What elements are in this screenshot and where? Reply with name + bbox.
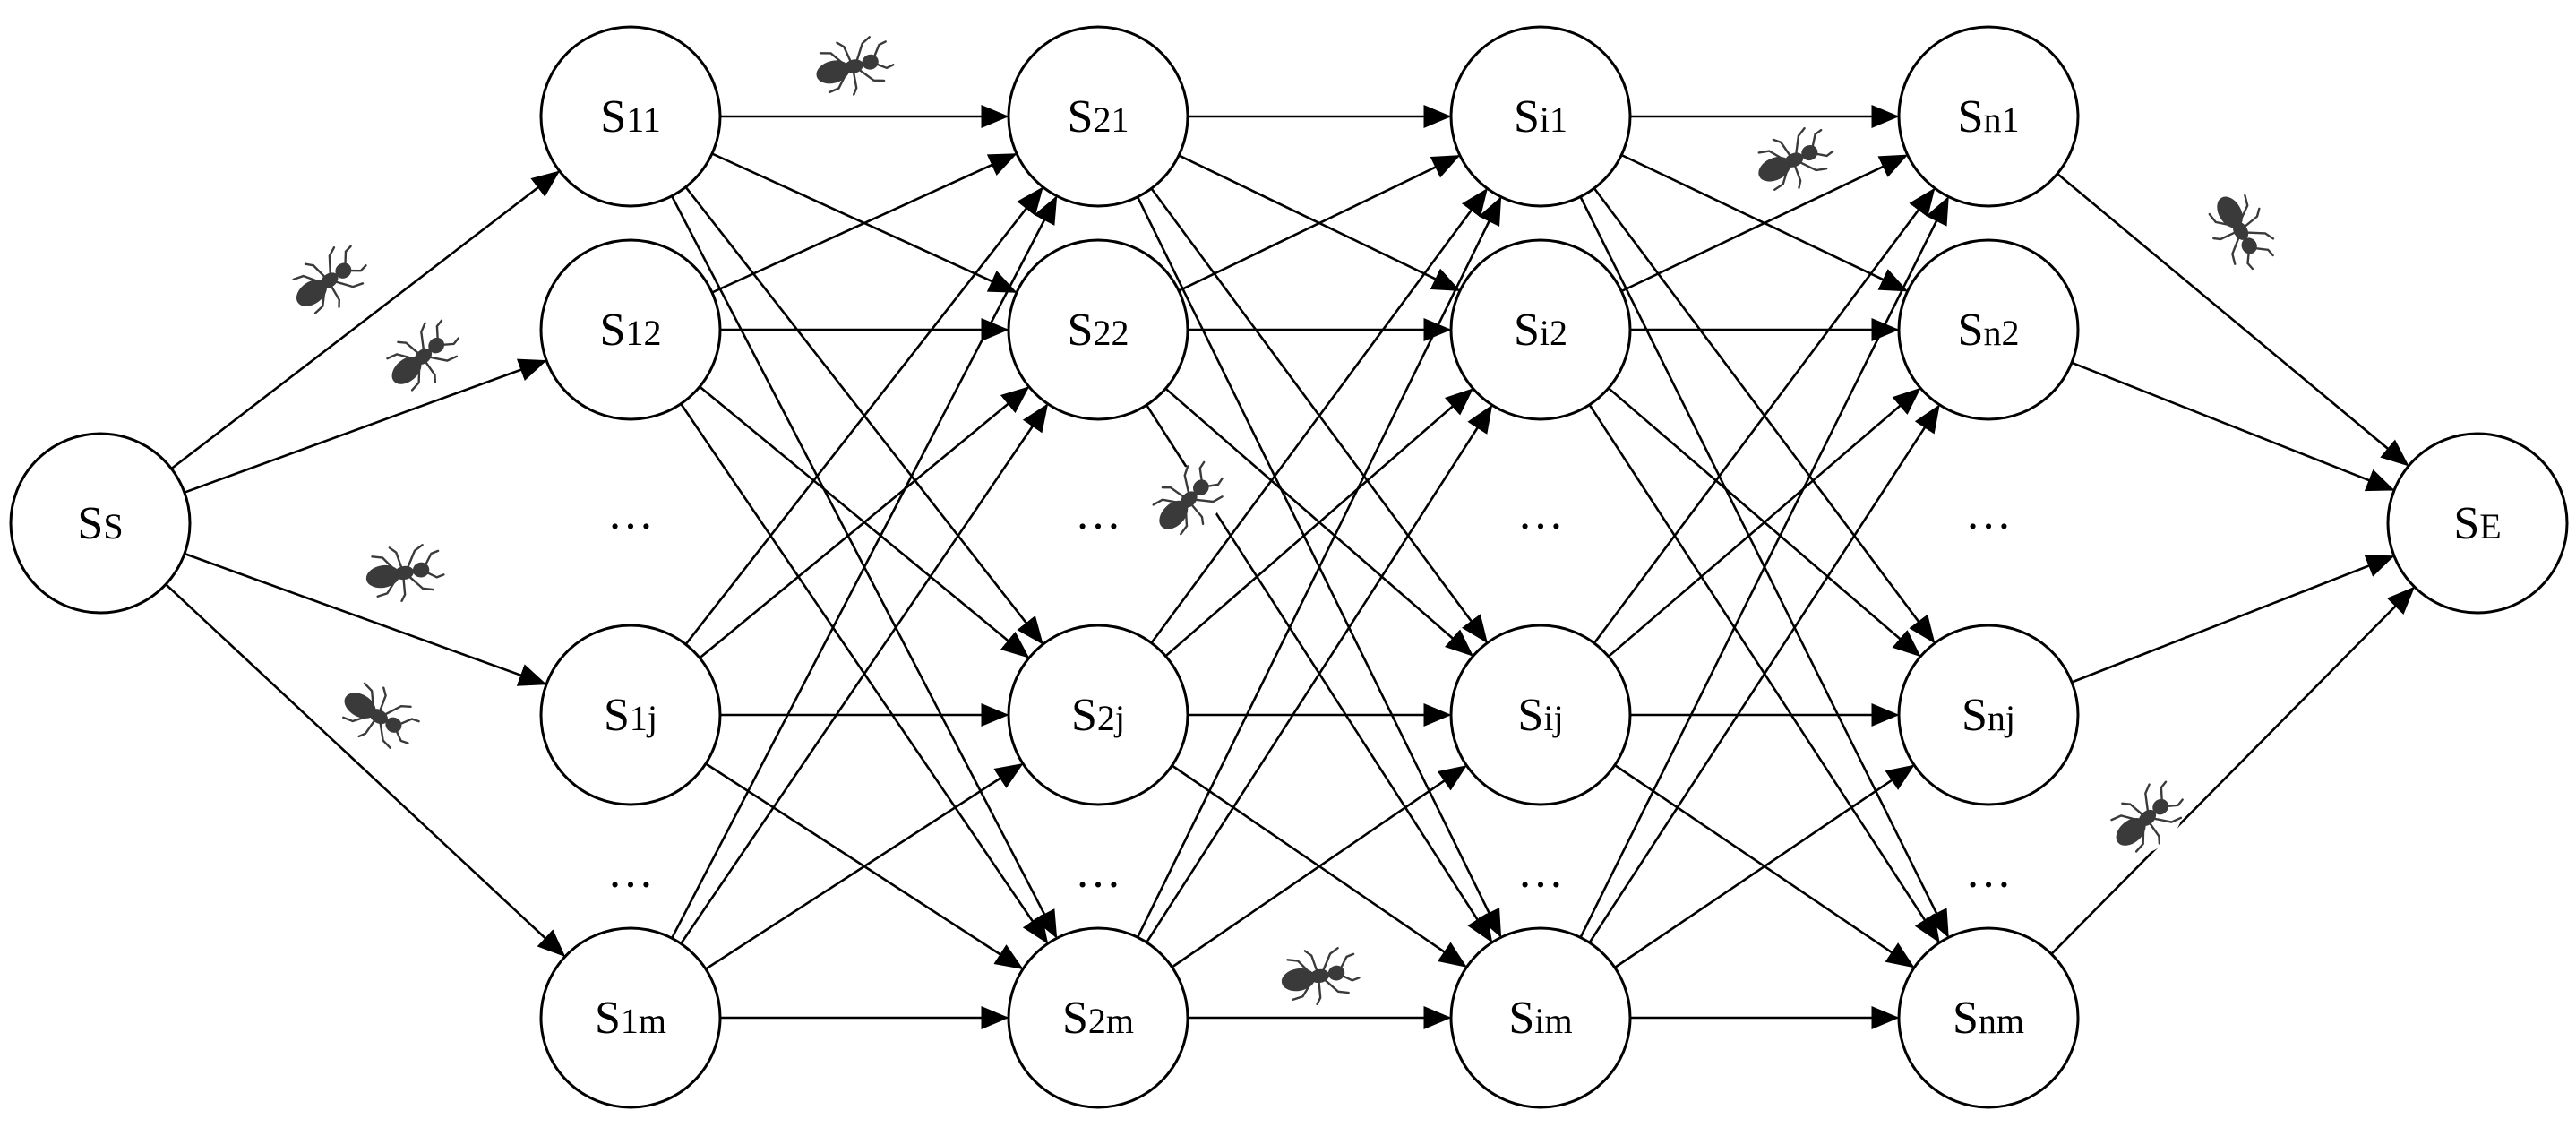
- ant-icon: [808, 29, 899, 104]
- node-label-sn1: Sn1: [1958, 91, 2020, 142]
- ellipsis-col4-lower: …: [1965, 847, 2012, 898]
- node-circle-s2j: [1007, 624, 1189, 806]
- ant-icon: [281, 235, 378, 326]
- node-label-s-start: SS: [77, 498, 123, 549]
- edge-sn1-to-s_end: [2057, 172, 2409, 467]
- node-circle-s21: [1007, 25, 1189, 208]
- node-label-s12: S12: [600, 305, 662, 356]
- node-circle-s-start: [9, 432, 192, 615]
- edge-sim-to-sn2: [1588, 404, 1940, 943]
- ant-icon: [358, 538, 449, 607]
- ant-layer: [281, 29, 2285, 1011]
- edge-snj-to-s_end: [2071, 555, 2395, 684]
- node-label-s22: S22: [1068, 305, 1129, 356]
- node-label-si2: Si2: [1514, 305, 1567, 356]
- edge-sim-to-sn1: [1579, 195, 1949, 939]
- node-circle-sn1: [1897, 25, 2080, 208]
- edge-snm-to-s_end: [2050, 586, 2416, 955]
- node-circle-s22: [1007, 238, 1189, 421]
- ant-icon: [1274, 941, 1364, 1011]
- node-label-snj: Snj: [1962, 690, 2015, 741]
- edge-si2-to-sn1: [1620, 154, 1909, 293]
- ellipsis-col1-upper: …: [607, 488, 654, 539]
- ant-icon: [331, 673, 427, 761]
- edge-sn2-to-s_end: [2071, 361, 2395, 492]
- edge-layer: [165, 105, 2416, 1029]
- node-circle-s1m: [539, 926, 722, 1109]
- edge-s2m-to-si2: [1146, 404, 1493, 943]
- node-circle-si1: [1449, 25, 1632, 208]
- node-label-sim: Sim: [1508, 993, 1572, 1044]
- node-label-s-end: SE: [2453, 498, 2501, 549]
- node-label-s21: S21: [1068, 91, 1129, 142]
- edge-s_start-to-s1m: [165, 583, 566, 958]
- node-label-sij: Sij: [1517, 690, 1563, 741]
- node-circle-s12: [539, 238, 722, 421]
- edge-s1j-to-s22: [699, 386, 1030, 659]
- node-circle-s1j: [539, 624, 722, 806]
- edge-s1m-to-s2j: [705, 762, 1024, 970]
- node-circle-snj: [1897, 624, 2080, 806]
- node-circle-sn2: [1897, 238, 2080, 421]
- ellipsis-col1-lower: …: [607, 847, 654, 898]
- node-label-s2m: S2m: [1062, 993, 1134, 1044]
- node-label-snm: Snm: [1953, 993, 2024, 1044]
- edge-s2j-to-si2: [1164, 388, 1474, 658]
- edge-sij-to-sn1: [1593, 187, 1936, 644]
- edge-s1m-to-s21: [670, 195, 1058, 939]
- ant-icon: [2099, 770, 2196, 865]
- edge-s1j-to-s21: [684, 186, 1043, 646]
- ellipsis-col3-upper: …: [1517, 488, 1564, 539]
- node-circle-sij: [1449, 624, 1632, 806]
- node-circle-s-end: [2386, 432, 2569, 615]
- edge-s_start-to-s11: [170, 170, 561, 470]
- node-circle-s11: [539, 25, 722, 208]
- node-circle-sim: [1449, 926, 1632, 1109]
- ellipsis-col4-upper: …: [1965, 488, 2012, 539]
- edge-s_start-to-s1j: [184, 552, 547, 686]
- ant-icon: [1142, 452, 1237, 546]
- edge-sij-to-sn2: [1607, 387, 1921, 658]
- node-label-s1m: S1m: [595, 993, 666, 1044]
- ant-icon: [2197, 184, 2285, 280]
- node-layer: [9, 25, 2569, 1109]
- node-label-s1j: S1j: [604, 690, 657, 741]
- edge-sim-to-snj: [1614, 764, 1915, 969]
- edge-s2j-to-si1: [1150, 187, 1488, 644]
- ant-icon: [1747, 117, 1842, 202]
- node-label-si1: Si1: [1514, 91, 1567, 142]
- node-circle-si2: [1449, 238, 1632, 421]
- node-circle-s2m: [1007, 926, 1189, 1109]
- node-label-s2j: S2j: [1071, 690, 1125, 741]
- edge-s2m-to-si1: [1136, 196, 1502, 938]
- ellipsis-col3-lower: …: [1517, 847, 1564, 898]
- edge-s1m-to-s22: [680, 403, 1049, 945]
- label-layer: SS S11 S12 S1j S1m S21 S22 S2j S2m Si1 S…: [77, 91, 2501, 1044]
- ellipsis-col2-upper: …: [1075, 488, 1121, 539]
- ellipsis-col2-lower: …: [1075, 847, 1121, 898]
- node-circle-snm: [1897, 926, 2080, 1109]
- ant-icon: [375, 309, 472, 403]
- edge-s2m-to-sij: [1171, 765, 1467, 968]
- ellipsis-layer: … … … … … … … …: [607, 488, 2012, 898]
- edge-s12-to-s21: [711, 153, 1018, 294]
- edge-s_start-to-s12: [184, 358, 547, 494]
- node-label-s11: S11: [600, 91, 660, 142]
- edge-s22-to-si1: [1178, 155, 1461, 292]
- node-label-sn2: Sn2: [1958, 305, 2020, 356]
